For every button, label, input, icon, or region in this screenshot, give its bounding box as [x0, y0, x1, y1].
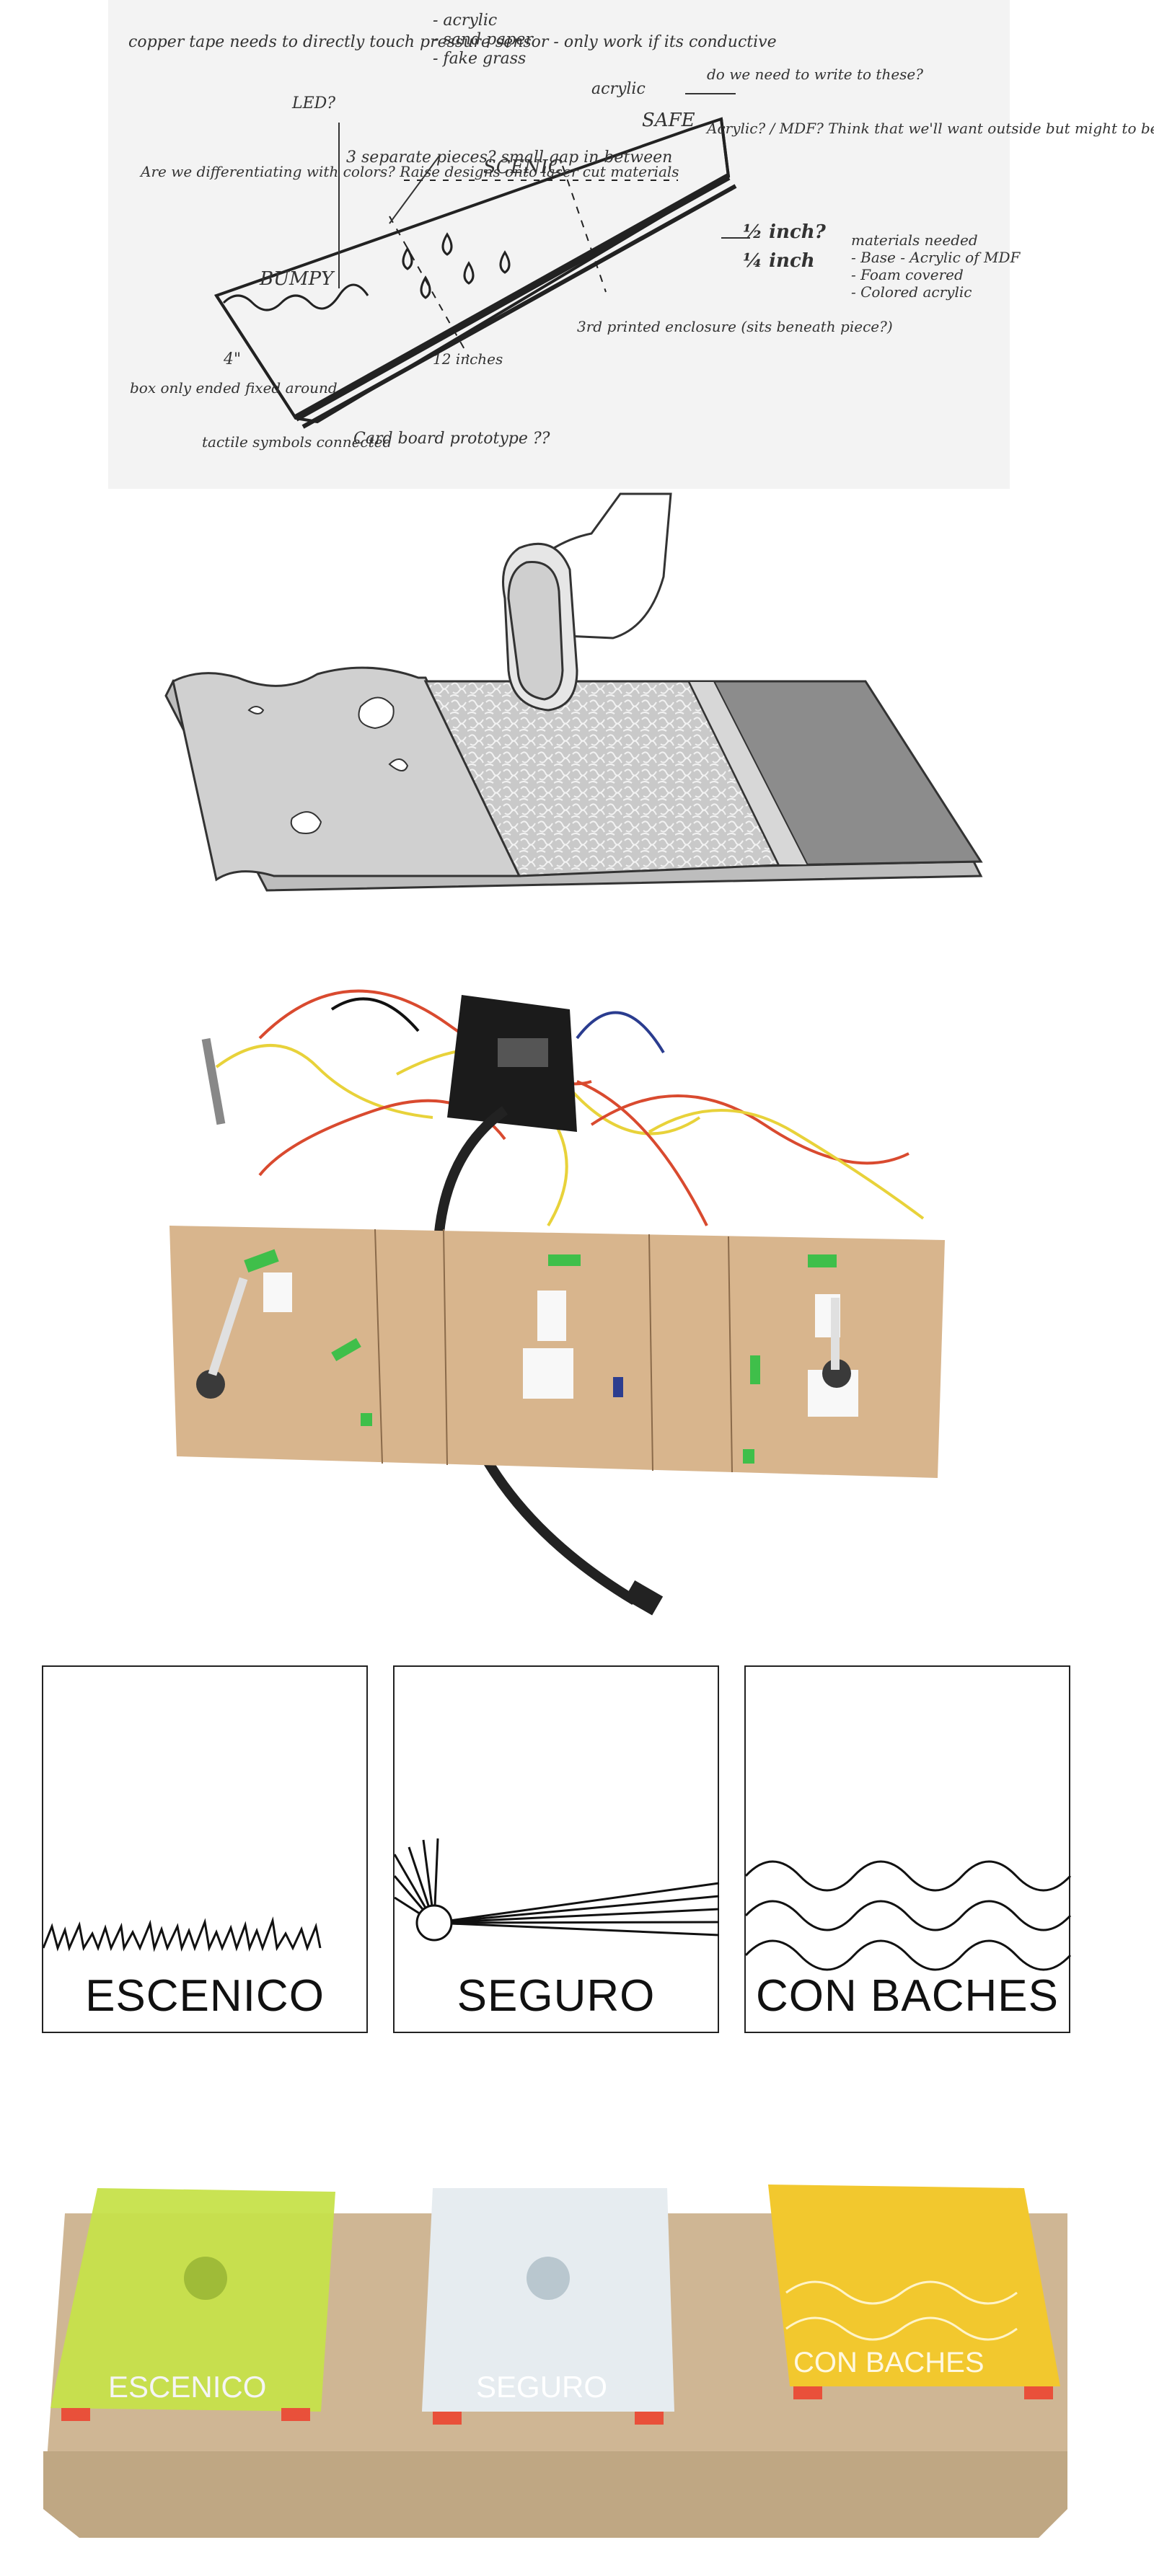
label-bumpy: BUMPY — [259, 268, 335, 290]
sunrays-icon — [395, 1838, 720, 1942]
signs-panel: ESCENICO SEGURO — [0, 1644, 1154, 2048]
note-box: box only ended fixed around — [130, 379, 338, 397]
waves-icon — [746, 1860, 1072, 1971]
foot-illustration — [502, 492, 672, 712]
sign-con-baches: CON BACHES — [744, 1665, 1072, 2033]
note-list: - acrylic- sand paper- fake grass — [433, 12, 534, 68]
sign-label-escenico: ESCENICO — [85, 1971, 325, 2021]
note-half-inch: ½ inch? — [743, 221, 827, 243]
tile-label-seguro: SEGURO — [476, 2370, 607, 2404]
note-separate: 3 separate pieces? small gap in between — [346, 149, 672, 167]
note-tactile: tactile symbols connected — [202, 433, 392, 451]
bumpy-section — [172, 666, 521, 882]
note-cardboard: Card board prototype ?? — [353, 430, 550, 448]
walkway-illustration — [164, 492, 983, 892]
tile-label-con-baches: CON BACHES — [793, 2347, 985, 2378]
sign-escenico: ESCENICO — [42, 1665, 368, 2033]
prototype-photo: ESCENICO SEGURO CON BACHES — [43, 2185, 1067, 2538]
tile-escenico: ESCENICO — [50, 2188, 335, 2412]
sketch-paper: copper tape needs to directly touch pres… — [108, 0, 1154, 489]
tile-label-escenico: ESCENICO — [108, 2370, 266, 2404]
illustration-panel — [0, 490, 1154, 952]
note-acrylic: acrylic — [591, 80, 646, 98]
prototype-panel: ESCENICO SEGURO CON BACHES — [0, 2048, 1154, 2572]
tile-con-baches: CON BACHES — [768, 2185, 1060, 2386]
note-four: 4" — [223, 350, 241, 368]
note-acrylic-mdf: Acrylic? / MDF? Think that we'll want ou… — [705, 120, 1154, 137]
note-copper: copper tape needs to directly touch pres… — [128, 33, 777, 51]
note-enclosure: 3rd printed enclosure (sits beneath piec… — [577, 318, 893, 335]
note-dowe: do we need to write to these? — [707, 66, 923, 83]
electronics-photo — [169, 989, 945, 1616]
label-safe: SAFE — [642, 110, 695, 131]
note-materials: materials needed- Base - Acrylic of MDF-… — [851, 231, 1021, 301]
note-quarter-inch: ¼ inch — [743, 250, 815, 272]
sign-label-con-baches: CON BACHES — [756, 1971, 1059, 2021]
label-scenic: SCENIC — [483, 156, 563, 178]
sketch-board — [213, 117, 737, 429]
note-led: LED? — [291, 94, 335, 112]
sketch-panel: copper tape needs to directly touch pres… — [0, 0, 1154, 490]
note-twelve: 12 inches — [433, 350, 503, 368]
sketch-drops — [402, 232, 511, 299]
grass-icon — [43, 1916, 322, 1952]
note-differentiate: Are we differentiating with colors? Rais… — [139, 163, 679, 180]
electronics-panel — [0, 952, 1154, 1644]
tile-seguro: SEGURO — [422, 2188, 674, 2412]
sign-label-seguro: SEGURO — [457, 1971, 656, 2021]
sign-seguro: SEGURO — [393, 1665, 720, 2033]
